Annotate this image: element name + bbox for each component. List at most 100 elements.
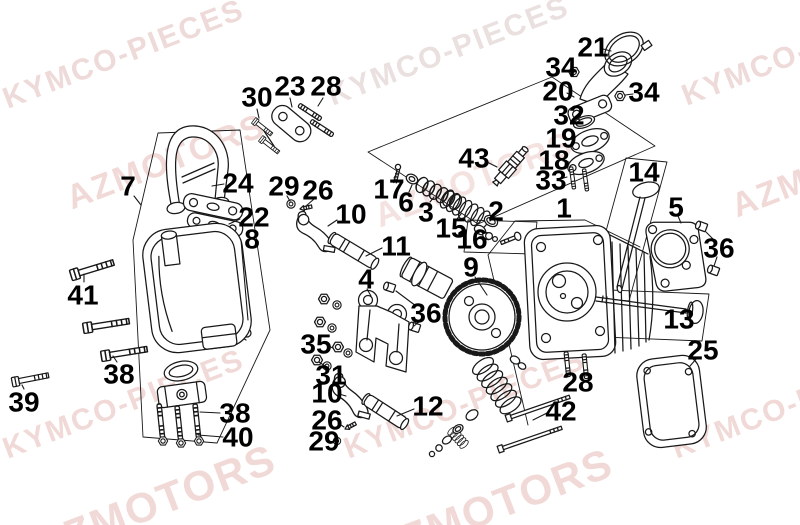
part-label-11: 11 bbox=[381, 231, 411, 262]
leader-line-26 bbox=[337, 422, 345, 428]
part-label-28: 28 bbox=[310, 71, 341, 102]
part-label-35: 35 bbox=[300, 329, 331, 360]
leader-line-43 bbox=[486, 161, 498, 168]
leader-line-6 bbox=[408, 184, 413, 193]
cylinder-head-group bbox=[523, 224, 654, 361]
watermark-text: AZMOTORS bbox=[364, 439, 619, 525]
watermark-text: KYMCO-PIECES bbox=[323, 0, 574, 112]
part-label-30: 30 bbox=[241, 82, 272, 113]
leader-line-28 bbox=[317, 97, 324, 107]
part-label-34: 34 bbox=[628, 77, 660, 108]
leader-line-18 bbox=[562, 160, 570, 163]
leader-line-3 bbox=[429, 196, 435, 203]
leader-line-30 bbox=[256, 108, 260, 119]
leader-line-8 bbox=[240, 239, 249, 321]
leader-line-42 bbox=[532, 412, 548, 421]
part-label-23: 23 bbox=[274, 71, 305, 102]
part-label-13: 13 bbox=[663, 304, 694, 335]
leader-line-20 bbox=[566, 92, 575, 98]
part-label-41: 41 bbox=[67, 280, 98, 311]
part-label-10: 10 bbox=[335, 199, 366, 230]
part-label-16: 16 bbox=[456, 224, 487, 255]
part-label-29: 29 bbox=[268, 171, 299, 202]
leader-line-36 bbox=[713, 256, 718, 267]
part-label-2: 2 bbox=[488, 196, 504, 227]
leader-line-38 bbox=[199, 411, 221, 414]
leader-line-23 bbox=[289, 97, 293, 108]
part-label-25: 25 bbox=[687, 335, 718, 366]
part-label-42: 42 bbox=[545, 396, 576, 427]
leader-line-7 bbox=[133, 195, 142, 206]
watermark-text: AZMOTORS bbox=[726, 114, 800, 225]
part-label-31: 31 bbox=[315, 360, 346, 391]
leader-line-24 bbox=[211, 183, 225, 187]
part-label-33: 33 bbox=[535, 165, 566, 196]
leader-line-15 bbox=[456, 213, 462, 220]
leader-line-26 bbox=[305, 198, 315, 207]
part-label-24: 24 bbox=[222, 168, 254, 199]
leader-line-31 bbox=[318, 361, 326, 367]
part-label-28: 28 bbox=[562, 367, 593, 398]
leader-line-36 bbox=[413, 320, 421, 327]
leader-line-32 bbox=[575, 117, 581, 121]
leader-line-29 bbox=[286, 195, 291, 202]
leader-line-10 bbox=[338, 393, 347, 397]
part-label-3: 3 bbox=[418, 197, 434, 228]
part-label-21: 21 bbox=[577, 32, 608, 63]
part-label-4: 4 bbox=[358, 264, 374, 295]
camshaft-group bbox=[382, 256, 522, 357]
valve-cover-group bbox=[142, 125, 252, 448]
leader-line-10 bbox=[327, 219, 338, 227]
part-label-38: 38 bbox=[103, 359, 134, 390]
leader-line-5 bbox=[677, 215, 682, 224]
leader-line-36 bbox=[395, 290, 417, 307]
leader-line-36 bbox=[705, 231, 715, 241]
leader-line-11 bbox=[365, 247, 383, 257]
leader-line-34 bbox=[569, 69, 574, 73]
leader-line-21 bbox=[602, 48, 612, 52]
leader-line-17 bbox=[393, 172, 398, 179]
leader-line-33 bbox=[559, 176, 568, 180]
leader-line-12 bbox=[396, 408, 415, 417]
rocker-assembly-group bbox=[286, 199, 410, 446]
part-label-40: 40 bbox=[222, 422, 253, 453]
part-label-12: 12 bbox=[412, 391, 443, 422]
part-label-22: 22 bbox=[238, 202, 269, 233]
leader-line-40 bbox=[197, 434, 224, 438]
part-label-10: 10 bbox=[311, 378, 342, 409]
leader-line-2 bbox=[489, 217, 494, 222]
cover-gasket-group bbox=[636, 354, 707, 449]
leader-line-35 bbox=[327, 345, 334, 349]
part-label-14: 14 bbox=[628, 157, 660, 188]
part-label-34: 34 bbox=[545, 52, 577, 83]
leader-line-34 bbox=[624, 93, 634, 96]
watermark-text: KYMCO-PIECES bbox=[0, 0, 249, 115]
part-label-43: 43 bbox=[458, 143, 489, 174]
part-label-9: 9 bbox=[463, 252, 479, 283]
rocker-holder-drawing bbox=[355, 289, 410, 373]
part-label-1: 1 bbox=[556, 193, 572, 224]
part-label-18: 18 bbox=[538, 145, 569, 176]
part-label-29: 29 bbox=[308, 426, 339, 457]
leader-line-38 bbox=[112, 355, 118, 363]
leader-line-4 bbox=[366, 288, 372, 297]
part-label-7: 7 bbox=[120, 171, 136, 202]
valves-group bbox=[595, 181, 704, 325]
part-label-19: 19 bbox=[545, 123, 576, 154]
lower-spring-group bbox=[428, 351, 590, 458]
head-gasket-group bbox=[645, 219, 721, 292]
part-label-38: 38 bbox=[219, 398, 250, 429]
part-label-20: 20 bbox=[542, 76, 573, 107]
intake-manifold-group bbox=[567, 31, 653, 192]
part-label-5: 5 bbox=[668, 192, 684, 223]
part-label-15: 15 bbox=[435, 213, 466, 244]
part-label-6: 6 bbox=[398, 187, 414, 218]
part-label-8: 8 bbox=[244, 224, 260, 255]
valve-train-small-parts-group bbox=[393, 145, 529, 246]
watermark-text: KYMCO-PIECES bbox=[677, 0, 800, 112]
leader-line-19 bbox=[569, 138, 575, 141]
part-label-26: 26 bbox=[311, 405, 342, 436]
